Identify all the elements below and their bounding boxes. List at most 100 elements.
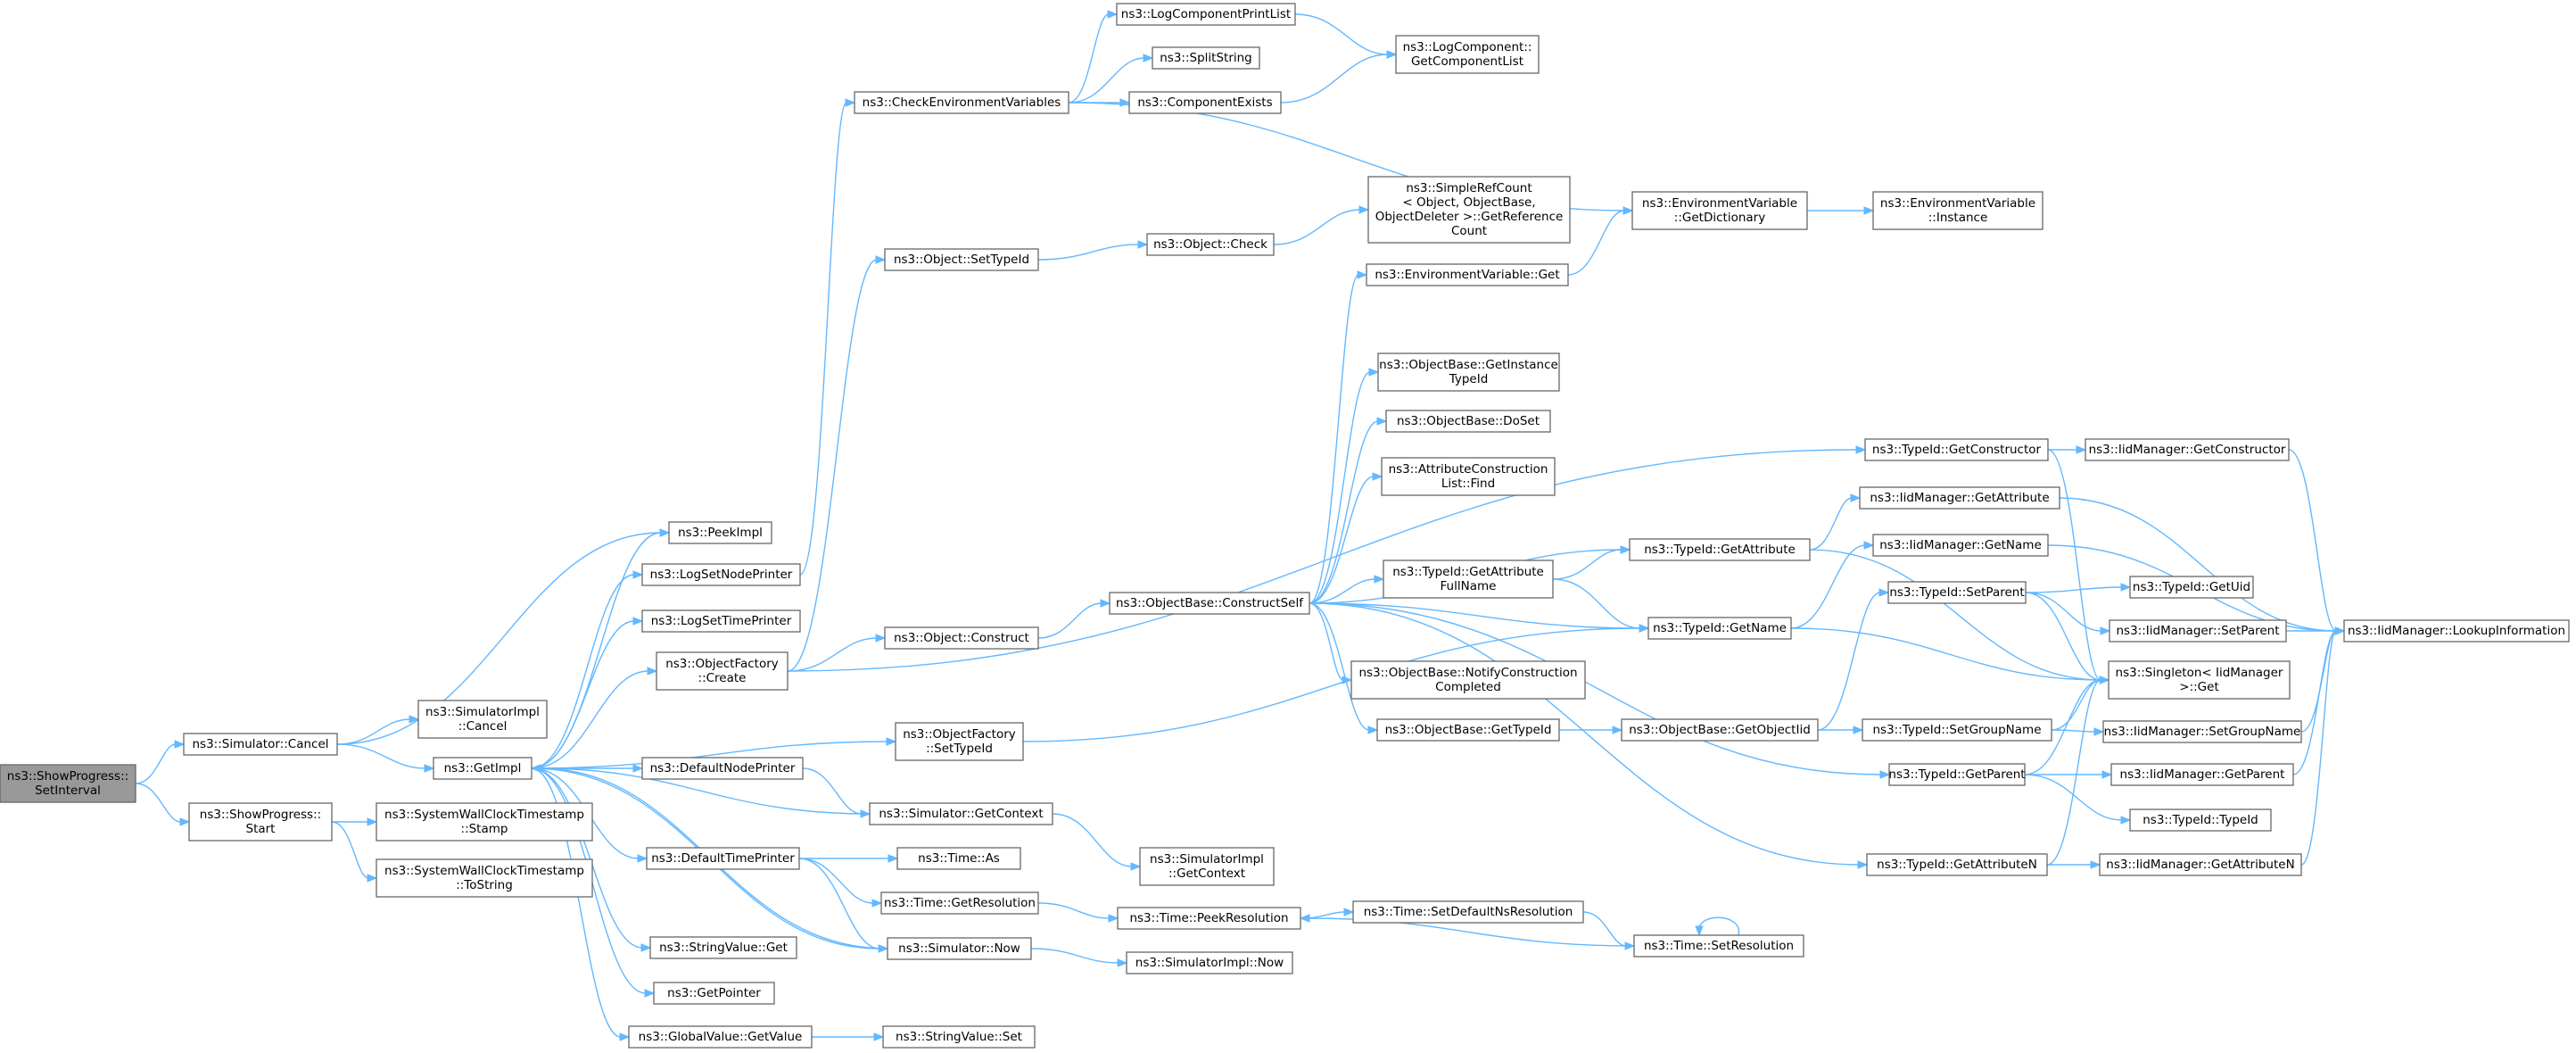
node-timeGetRes[interactable]: ns3::Time::GetResolution [880, 891, 1039, 915]
node-tidSetGroupName[interactable]: ns3::TypeId::SetGroupName [1862, 718, 2052, 742]
node-label: ObjectDeleter >::GetReference [1375, 210, 1564, 224]
node-simImplCancel[interactable]: ns3::SimulatorImpl::Cancel [417, 700, 548, 739]
node-objCheck[interactable]: ns3::Object::Check [1146, 233, 1275, 256]
node-swcStamp[interactable]: ns3::SystemWallClockTimestamp::Stamp [376, 802, 593, 842]
node-box [1864, 438, 2049, 461]
node-label: ns3::TypeId::GetName [1653, 621, 1787, 635]
node-tidGetAttrN[interactable]: ns3::TypeId::GetAttributeN [1866, 853, 2048, 876]
node-obGetTypeId[interactable]: ns3::ObjectBase::GetTypeId [1376, 718, 1560, 742]
node-obNotifyConstr[interactable]: ns3::ObjectBase::NotifyConstructionCompl… [1350, 660, 1586, 700]
node-tidSetParent[interactable]: ns3::TypeId::SetParent [1887, 581, 2027, 604]
node-ofCreate[interactable]: ns3::ObjectFactory::Create [656, 651, 788, 691]
node-box [1366, 263, 1569, 286]
node-swcToString[interactable]: ns3::SystemWallClockTimestamp::ToString [376, 858, 593, 898]
edge-defNodePrinter-to-simGetContext [802, 767, 871, 818]
edge-obGetObjectIid-to-tidSetGroupName [1818, 725, 1864, 734]
node-timeSetRes[interactable]: ns3::Time::SetResolution [1633, 934, 1804, 958]
node-strValSet[interactable]: ns3::StringValue::Set [882, 1025, 1036, 1049]
node-iidLookup[interactable]: ns3::IidManager::LookupInformation [2343, 619, 2570, 643]
edge-line [2047, 449, 2101, 681]
edge-arrowhead [2120, 583, 2132, 592]
node-tidGetAttr[interactable]: ns3::TypeId::GetAttribute [1629, 538, 1811, 561]
node-iidSetParent[interactable]: ns3::IidManager::SetParent [2109, 619, 2287, 643]
node-simCancel[interactable]: ns3::Simulator::Cancel [183, 733, 338, 756]
node-strValGet[interactable]: ns3::StringValue::Get [649, 936, 797, 959]
node-iidGetParent[interactable]: ns3::IidManager::GetParent [2110, 763, 2294, 786]
node-ofSetTypeId[interactable]: ns3::ObjectFactory::SetTypeId [895, 722, 1024, 761]
node-box [1631, 191, 1808, 230]
node-simImplNow[interactable]: ns3::SimulatorImpl::Now [1126, 951, 1293, 974]
node-logSetTime[interactable]: ns3::LogSetTimePrinter [641, 609, 801, 633]
node-defNodePrinter[interactable]: ns3::DefaultNodePrinter [641, 757, 804, 780]
node-singletonGet[interactable]: ns3::Singleton< IidManager>::Get [2108, 660, 2291, 700]
node-peekImpl[interactable]: ns3::PeekImpl [668, 521, 772, 544]
node-label: ns3::SystemWallClockTimestamp [384, 864, 584, 878]
node-root[interactable]: ns3::ShowProgress::SetInterval [0, 764, 136, 803]
node-label: ns3::ObjectBase::ConstructSelf [1116, 596, 1304, 610]
node-timePeekRes[interactable]: ns3::Time::PeekResolution [1117, 907, 1301, 930]
node-tidGetConstructor[interactable]: ns3::TypeId::GetConstructor [1864, 438, 2049, 461]
node-simpleRefCount[interactable]: ns3::SimpleRefCount< Object, ObjectBase,… [1367, 176, 1571, 244]
node-label: Count [1451, 224, 1487, 238]
node-iidGetName[interactable]: ns3::IidManager::GetName [1872, 534, 2049, 557]
edge-arrowhead [1612, 725, 1623, 734]
edge-arrowhead [1386, 50, 1398, 59]
node-label: ns3::ObjectBase::GetObjectIid [1629, 723, 1811, 737]
node-logCompPrint[interactable]: ns3::LogComponentPrintList [1116, 3, 1296, 26]
node-objSetTypeId[interactable]: ns3::Object::SetTypeId [884, 248, 1039, 271]
node-compExists[interactable]: ns3::ComponentExists [1128, 91, 1282, 114]
node-label: ns3::StringValue::Get [659, 941, 788, 955]
node-spStart[interactable]: ns3::ShowProgress::Start [188, 802, 333, 842]
node-box [880, 891, 1039, 915]
edge-arrowhead [644, 989, 656, 998]
node-gvGetValue[interactable]: ns3::GlobalValue::GetValue [628, 1025, 813, 1049]
node-logCompGetList[interactable]: ns3::LogComponent::GetComponentList [1395, 35, 1540, 74]
node-simGetContext[interactable]: ns3::Simulator::GetContext [869, 802, 1053, 825]
edge-line [531, 741, 888, 769]
node-box [1117, 907, 1301, 930]
node-defTimePrinter[interactable]: ns3::DefaultTimePrinter [646, 847, 800, 870]
edge-getImpl-to-ofCreate [531, 667, 658, 769]
edge-arrowhead [1850, 493, 1862, 502]
node-tidGetName[interactable]: ns3::TypeId::GetName [1647, 617, 1792, 640]
node-iidGetConstructor[interactable]: ns3::IidManager::GetConstructor [2085, 438, 2290, 461]
edge-arrowhead [1372, 472, 1383, 481]
node-timeSetDefNs[interactable]: ns3::Time::SetDefaultNsResolution [1352, 900, 1584, 924]
node-envVarGetDict[interactable]: ns3::EnvironmentVariable::GetDictionary [1631, 191, 1808, 230]
node-label: ns3::LogComponent:: [1403, 40, 1532, 54]
node-obGetObjectIid[interactable]: ns3::ObjectBase::GetObjectIid [1621, 718, 1819, 742]
edge-arrowhead [1695, 925, 1704, 937]
node-getImpl[interactable]: ns3::GetImpl [433, 757, 533, 780]
node-obConstructSelf[interactable]: ns3::ObjectBase::ConstructSelf [1109, 592, 1310, 615]
edge-line [336, 743, 426, 769]
node-simNow[interactable]: ns3::Simulator::Now [887, 937, 1032, 960]
node-iidSetGroupName[interactable]: ns3::IidManager::SetGroupName [2102, 720, 2302, 743]
node-box [2108, 660, 2291, 700]
node-obDoSet[interactable]: ns3::ObjectBase::DoSet [1385, 410, 1551, 433]
edge-spStart-to-swcToString [331, 821, 378, 883]
node-objConstruct[interactable]: ns3::Object::Construct [884, 626, 1039, 650]
node-timeAs[interactable]: ns3::Time::As [896, 847, 1021, 870]
node-iidGetAttrN[interactable]: ns3::IidManager::GetAttributeN [2099, 853, 2302, 876]
node-label: ns3::ObjectFactory [665, 657, 779, 671]
node-iidGetAttr[interactable]: ns3::IidManager::GetAttribute [1859, 486, 2060, 510]
node-envVarGet[interactable]: ns3::EnvironmentVariable::Get [1366, 263, 1569, 286]
node-getPointer[interactable]: ns3::GetPointer [653, 982, 775, 1005]
node-logSetNode[interactable]: ns3::LogSetNodePrinter [641, 563, 801, 586]
node-box [1381, 457, 1556, 496]
node-tidGetParent[interactable]: ns3::TypeId::GetParent [1888, 763, 2026, 786]
node-envVarInstance[interactable]: ns3::EnvironmentVariable::Instance [1872, 191, 2043, 230]
node-checkEnv[interactable]: ns3::CheckEnvironmentVariables [854, 91, 1069, 114]
edge-tidGetAttrN-to-iidGetAttrN [2047, 860, 2101, 869]
edge-line [531, 532, 662, 769]
node-label: ns3::SystemWallClockTimestamp [384, 808, 584, 822]
node-splitString[interactable]: ns3::SplitString [1152, 46, 1260, 70]
node-simImplGetCtx[interactable]: ns3::SimulatorImpl::GetContext [1139, 847, 1275, 886]
node-tidGetUid[interactable]: ns3::TypeId::GetUid [2129, 576, 2254, 599]
node-tidTypeId[interactable]: ns3::TypeId::TypeId [2129, 808, 2272, 832]
edge-tidGetConstructor-to-iidGetConstructor [2048, 445, 2087, 454]
node-label: ns3::Simulator::GetContext [879, 807, 1043, 821]
